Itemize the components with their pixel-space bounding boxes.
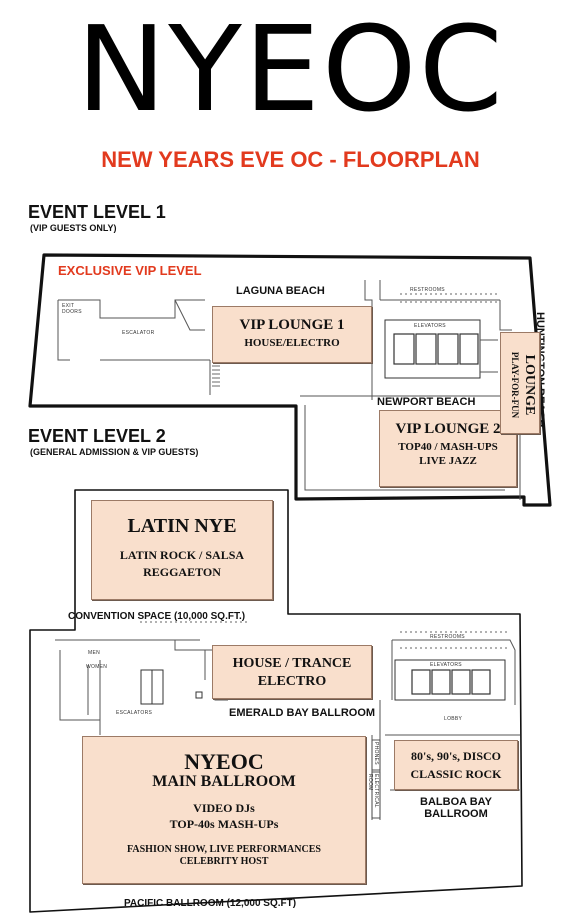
balboa-bay-line2: BALLROOM — [424, 808, 488, 820]
balboa-bay-line1: BALBOA BAY — [420, 796, 492, 808]
vip-lounge-1: VIP LOUNGE 1 HOUSE/ELECTRO — [212, 306, 372, 363]
newport-beach-label: NEWPORT BEACH — [377, 396, 476, 408]
level1-restroom-dashes — [400, 293, 500, 303]
level2-elevator-cars — [411, 669, 491, 695]
level2-subtitle: (GENERAL ADMISSION & VIP GUESTS) — [30, 447, 199, 457]
lobby-label: LOBBY — [444, 716, 463, 722]
vip-lounge-2: VIP LOUNGE 2 TOP40 / MASH-UPS LIVE JAZZ — [379, 410, 517, 487]
house-trance-line1: HOUSE / TRANCE — [232, 656, 352, 671]
escalator-label: ESCALATOR — [122, 330, 155, 336]
latin-nye-line2: REGGAETON — [143, 565, 221, 579]
disco-line2: CLASSIC ROCK — [410, 767, 502, 781]
main-ballroom-name: NYEOC — [184, 749, 264, 774]
lounge: LOUNGE PLAY-FOR-FUN — [500, 332, 540, 434]
main-ballroom-line3: FASHION SHOW, LIVE PERFORMANCES — [127, 844, 321, 855]
latin-nye: LATIN NYE LATIN ROCK / SALSA REGGAETON — [91, 500, 273, 600]
pacific-ballroom-label: PACIFIC BALLROOM (12,000 SQ.FT) — [124, 898, 297, 909]
lounge-name: LOUNGE — [522, 354, 537, 416]
level2-title: EVENT LEVEL 2 — [28, 426, 166, 446]
balboa-bay-label: BALBOA BAY BALLROOM — [392, 796, 520, 820]
level1-title: EVENT LEVEL 1 — [28, 202, 166, 222]
level2-escalators — [140, 669, 203, 705]
latin-nye-line1: LATIN ROCK / SALSA — [119, 548, 245, 562]
electrical-room-label: ELECTRICAL ROOM — [367, 774, 379, 808]
latin-nye-name: LATIN NYE — [127, 515, 237, 537]
women-label: WOMEN — [86, 664, 108, 670]
emerald-bay-label: EMERALD BAY BALLROOM — [229, 707, 376, 719]
level1-elevators-label: ELEVATORS — [414, 323, 446, 329]
lounge-sub: PLAY-FOR-FUN — [510, 351, 520, 419]
main-ballroom: NYEOC MAIN BALLROOM VIDEO DJs TOP-40s MA… — [82, 736, 366, 884]
level2-restroom-dashes — [140, 621, 510, 649]
level1-subtitle: (VIP GUESTS ONLY) — [30, 223, 117, 233]
phones-label: PHONES — [373, 742, 379, 765]
escalators-label: ESCALATORS — [116, 710, 153, 716]
main-ballroom-line1: VIDEO DJs — [193, 801, 255, 815]
vip-lounge-2-line2: LIVE JAZZ — [419, 455, 477, 467]
vip-lounge-1-genre: HOUSE/ELECTRO — [244, 337, 340, 349]
convention-space-label: CONVENTION SPACE (10,000 SQ.FT.) — [68, 611, 246, 622]
men-label: MEN — [88, 650, 101, 656]
level2-service-rooms — [371, 739, 381, 819]
main-ballroom-line2: TOP-40s MASH-UPs — [169, 817, 279, 831]
main-ballroom-sub: MAIN BALLROOM — [152, 773, 296, 790]
laguna-beach-label: LAGUNA BEACH — [236, 285, 325, 297]
level1-inner-walls — [57, 280, 521, 500]
level2-outline — [29, 489, 523, 913]
level1-stairs — [212, 361, 220, 387]
vip-lounge-2-line1: TOP40 / MASH-UPS — [398, 441, 498, 453]
level2-restrooms-label: RESTROOMS — [430, 634, 465, 640]
vip-lounge-1-name: VIP LOUNGE 1 — [239, 317, 345, 333]
level1-restrooms-label: RESTROOMS — [410, 287, 445, 293]
main-ballroom-line4: CELEBRITY HOST — [179, 856, 269, 867]
disco-line1: 80's, 90's, DISCO — [410, 749, 502, 763]
house-trance-room: HOUSE / TRANCE ELECTRO — [212, 645, 372, 699]
house-trance-line2: ELECTRO — [257, 674, 327, 689]
level2-elevators-label: ELEVATORS — [430, 662, 462, 668]
level2-inner-walls — [55, 639, 520, 820]
vip-lounge-2-name: VIP LOUNGE 2 — [395, 421, 501, 437]
disco-room: 80's, 90's, DISCO CLASSIC ROCK — [394, 740, 518, 790]
nyeoc-logo: NYEOC — [76, 0, 505, 138]
exclusive-vip-label: EXCLUSIVE VIP LEVEL — [58, 263, 202, 278]
page-subtitle: NEW YEARS EVE OC - FLOORPLAN — [101, 147, 480, 172]
exit-doors-label: EXIT DOORS — [62, 303, 82, 315]
level1-elevator-cars — [393, 333, 479, 365]
